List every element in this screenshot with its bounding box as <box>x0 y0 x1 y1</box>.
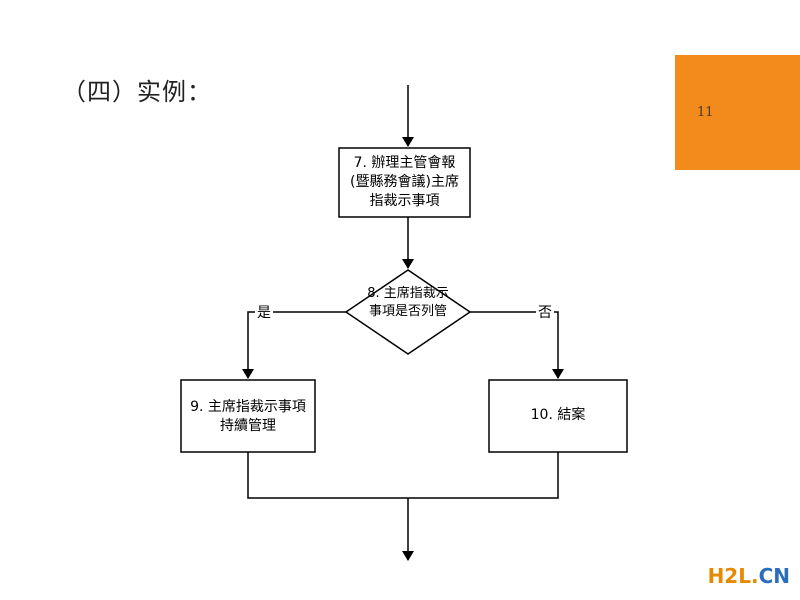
watermark-part-2: . <box>750 564 759 588</box>
decision-diamond-8 <box>344 269 472 355</box>
page-number: 11 <box>697 105 714 120</box>
step-7-label: 7. 辦理主管會報 (暨縣務會議)主席指裁示事項 <box>350 155 459 209</box>
watermark-part-1: H2L <box>707 564 751 588</box>
page-number-tab: 11 <box>675 55 800 170</box>
slide-title: （四）实例： <box>62 78 212 106</box>
no-branch-connector <box>470 311 564 379</box>
step-10-label: 10. 結案 <box>530 407 586 423</box>
merge-connector <box>247 452 559 499</box>
decision-8-label: 8. 主席指裁示事項是否列管 <box>367 286 449 319</box>
process-box-7 <box>338 147 471 218</box>
step-9-label: 9. 主席指裁示事項持續管理 <box>190 399 306 434</box>
process-box-10 <box>488 379 628 453</box>
watermark-part-3: CN <box>758 564 790 588</box>
site-watermark: H2L.CN <box>708 564 790 588</box>
no-branch-label: 否 <box>536 302 554 322</box>
yes-branch-connector <box>242 311 346 379</box>
yes-branch-label: 是 <box>255 302 273 322</box>
